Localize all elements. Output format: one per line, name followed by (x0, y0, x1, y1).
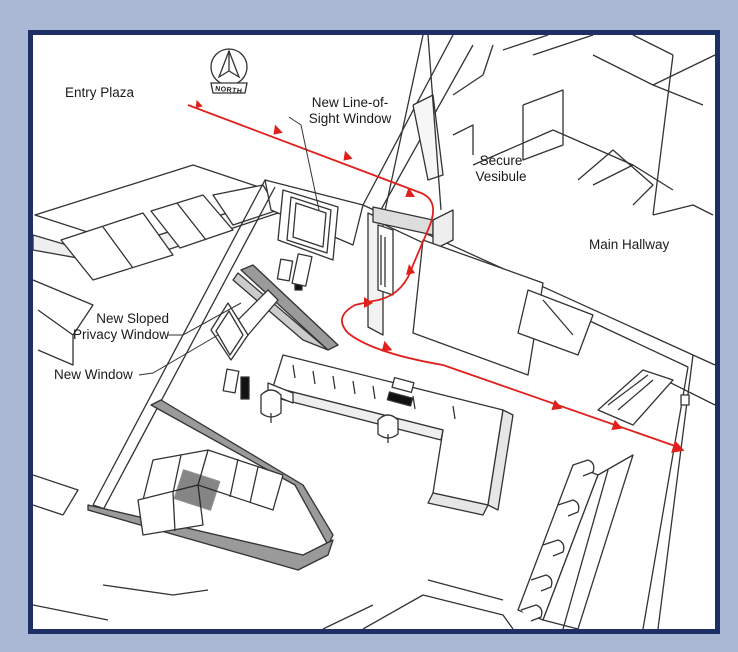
workstations (222, 253, 415, 407)
vestibule-walls (362, 35, 715, 221)
entry-plaza-label: Entry Plaza (65, 85, 135, 100)
storage-room (87, 399, 334, 571)
west-edge (33, 279, 209, 621)
bottom-structure (322, 579, 514, 629)
line-of-sight-window-label: New Line-of- Sight Window (295, 95, 405, 127)
compass-label: NORTH (214, 85, 243, 96)
secure-vestibule-label-line2: Vesibule (475, 169, 527, 184)
entry-path (187, 99, 685, 453)
sloped-privacy-window-label-line2: Privacy Window (72, 327, 169, 342)
new-window-label: New Window (54, 367, 133, 382)
waiting-bench (517, 454, 634, 629)
hallway-window (412, 239, 594, 376)
sloped-privacy-window-label: New Sloped Privacy Window (53, 311, 169, 343)
line-of-sight-window (277, 189, 339, 261)
vestibule-partition (367, 206, 454, 336)
floor-plan-drawing (33, 35, 715, 629)
chairs (260, 389, 399, 443)
line-of-sight-window-label-line1: New Line-of- (311, 95, 389, 110)
sloped-privacy-window-label-line1: New Sloped (96, 311, 169, 326)
secure-vestibule-label-line1: Secure (479, 153, 523, 168)
line-of-sight-window-label-line2: Sight Window (308, 111, 392, 126)
secure-vestibule-label: Secure Vesibule (461, 153, 541, 185)
floor-plan-frame: NORTH Entry Plaza New Line-of- Sight Win… (28, 30, 720, 634)
northwest-wall (33, 164, 284, 281)
service-counter (272, 354, 514, 516)
north-arrow-icon (210, 48, 248, 94)
new-window-frame (210, 302, 249, 361)
main-hallway-label: Main Hallway (589, 237, 670, 252)
callout-leaders (138, 116, 320, 376)
corridor-door (597, 369, 690, 426)
